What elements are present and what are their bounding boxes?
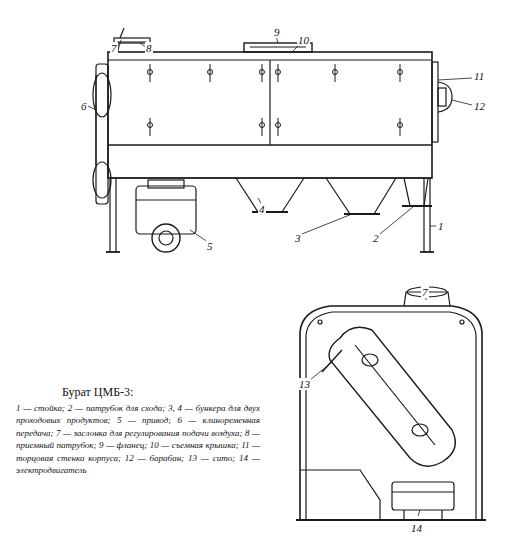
callout-number: 2 — [372, 232, 380, 244]
callout-number: 11 — [473, 70, 485, 82]
callout-number: 9 — [273, 26, 281, 38]
callout-number: 8 — [145, 42, 153, 54]
figure-title: Бурат ЦМБ-3: — [62, 385, 133, 399]
callout-number: 13 — [298, 378, 311, 390]
callout-number: 7 — [110, 42, 118, 54]
leader-lines — [88, 36, 472, 242]
callout-number: 14 — [410, 522, 423, 534]
callout-number: 3 — [294, 232, 302, 244]
callout-number: 7 — [421, 286, 429, 298]
callout-number: 4 — [258, 203, 266, 215]
callout-number: 6 — [80, 100, 88, 112]
front-view — [93, 28, 452, 252]
side-view — [296, 287, 486, 520]
callout-number: 10 — [297, 34, 310, 46]
figure-caption: 1 — стойка; 2 — патрубок для схода; 3, 4… — [16, 402, 260, 476]
callout-number: 5 — [206, 240, 214, 252]
callout-number: 1 — [437, 220, 445, 232]
callout-number: 12 — [473, 100, 486, 112]
leader-lines-side — [310, 292, 426, 516]
